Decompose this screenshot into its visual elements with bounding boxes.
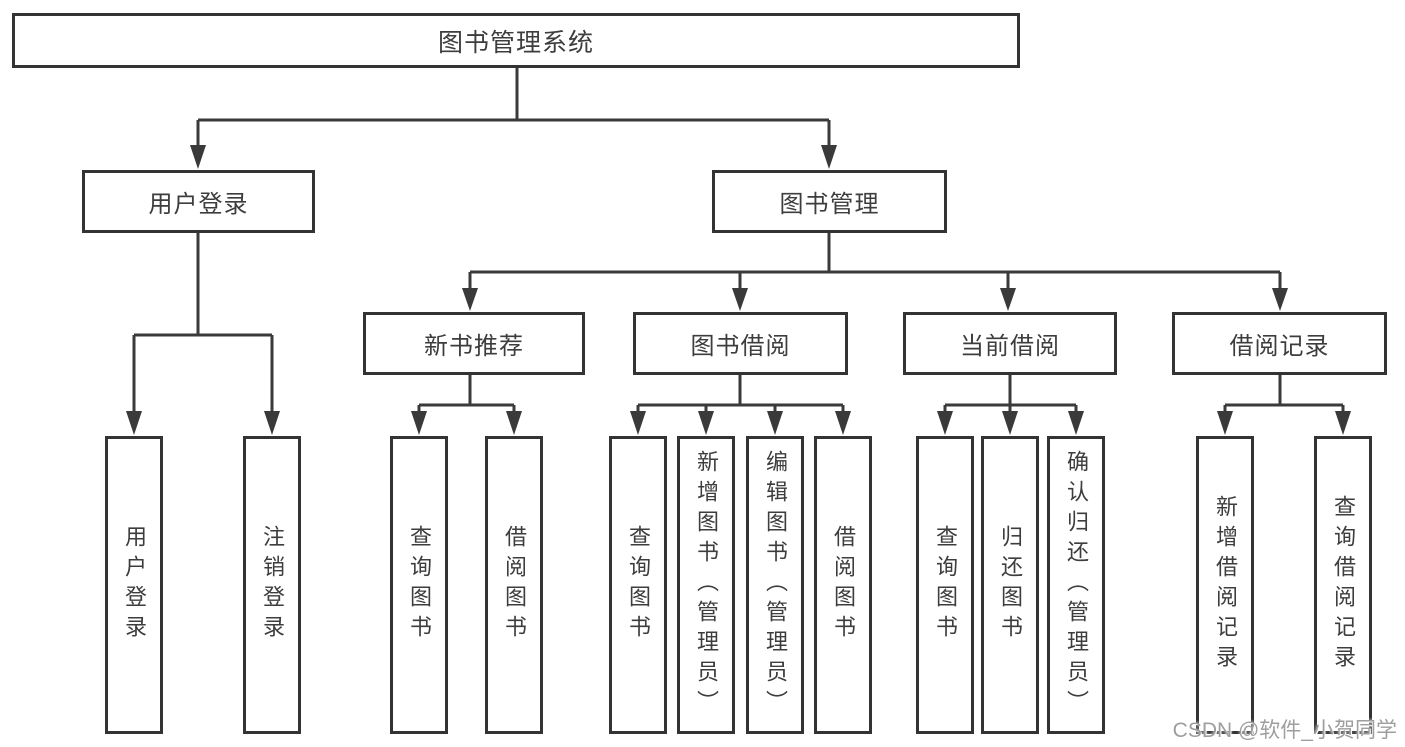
leaf-edit-books-admin-label: 编辑图书（管理员）: [763, 450, 788, 720]
node-new-book-recommend: 新书推荐: [363, 312, 585, 375]
node-borrowing-records: 借阅记录: [1172, 312, 1387, 375]
leaf-query-books-current-label: 查询图书: [933, 525, 958, 645]
connector-user-login-to-leaves: [126, 233, 280, 435]
leaf-logout-label: 注销登录: [260, 525, 285, 645]
arrow-down-icon: [1000, 288, 1016, 311]
arrow-down-icon: [1272, 288, 1288, 311]
leaf-logout: 注销登录: [243, 436, 301, 734]
node-root-label: 图书管理系统: [437, 28, 594, 57]
leaf-add-books-admin: 新增图书（管理员）: [677, 436, 735, 734]
arrow-down-icon: [1217, 411, 1233, 435]
arrow-down-icon: [698, 411, 714, 435]
node-borrowing-records-label: 借阅记录: [1229, 333, 1330, 360]
arrow-down-icon: [506, 411, 522, 435]
connector-current-borrowing-to-leaves: [937, 375, 1084, 435]
leaf-confirm-return-admin-label: 确认归还（管理员）: [1064, 450, 1089, 720]
leaf-confirm-return-admin: 确认归还（管理员）: [1047, 436, 1105, 734]
arrow-down-icon: [821, 145, 837, 169]
node-new-book-recommend-label: 新书推荐: [424, 333, 524, 360]
leaf-user-login: 用户登录: [105, 436, 163, 734]
node-book-borrowing-label: 图书借阅: [690, 333, 791, 360]
leaf-borrow-books-recommend-label: 借阅图书: [502, 525, 527, 645]
arrow-down-icon: [264, 411, 280, 435]
arrow-down-icon: [835, 411, 851, 435]
leaf-borrow-books-borrowing: 借阅图书: [814, 436, 872, 734]
leaf-add-books-admin-label: 新增图书（管理员）: [694, 450, 719, 720]
arrow-down-icon: [411, 411, 427, 435]
leaf-query-books-recommend: 查询图书: [390, 436, 448, 734]
leaf-borrow-books-recommend: 借阅图书: [485, 436, 543, 734]
node-book-management-label: 图书管理: [779, 191, 880, 218]
node-current-borrowing: 当前借阅: [903, 312, 1117, 375]
leaf-query-borrow-record: 查询借阅记录: [1314, 436, 1372, 734]
leaf-borrow-books-borrowing-label: 借阅图书: [831, 525, 856, 645]
leaf-return-books: 归还图书: [981, 436, 1039, 734]
leaf-query-books-borrowing: 查询图书: [609, 436, 667, 734]
arrow-down-icon: [732, 288, 748, 311]
connector-borrowing-records-to-leaves: [1217, 375, 1351, 435]
node-current-borrowing-label: 当前借阅: [960, 333, 1060, 360]
connector-new-book-recommend-to-leaves: [411, 375, 522, 435]
node-user-login-label: 用户登录: [148, 191, 249, 218]
leaf-query-books-recommend-label: 查询图书: [407, 525, 432, 645]
arrow-down-icon: [1335, 411, 1351, 435]
node-user-login: 用户登录: [82, 170, 315, 233]
leaf-return-books-label: 归还图书: [998, 525, 1023, 645]
connector-book-borrowing-to-leaves: [630, 375, 851, 435]
arrow-down-icon: [1002, 411, 1018, 435]
arrow-down-icon: [630, 411, 646, 435]
connector-book-management-to-level3: [462, 233, 1288, 311]
leaf-add-borrow-record: 新增借阅记录: [1196, 436, 1254, 734]
leaf-query-books-borrowing-label: 查询图书: [626, 525, 651, 645]
node-root: 图书管理系统: [12, 13, 1020, 68]
arrow-down-icon: [190, 145, 206, 169]
leaf-user-login-label: 用户登录: [122, 525, 147, 645]
leaf-query-borrow-record-label: 查询借阅记录: [1331, 495, 1356, 675]
watermark: CSDN @软件_小贺同学: [1172, 719, 1397, 742]
arrow-down-icon: [767, 411, 783, 435]
leaf-query-books-current: 查询图书: [916, 436, 974, 734]
arrow-down-icon: [126, 411, 142, 435]
arrow-down-icon: [1068, 411, 1084, 435]
leaf-edit-books-admin: 编辑图书（管理员）: [746, 436, 804, 734]
arrow-down-icon: [462, 288, 478, 311]
node-book-management: 图书管理: [712, 170, 947, 233]
connector-root-to-level2: [190, 68, 837, 169]
leaf-add-borrow-record-label: 新增借阅记录: [1213, 495, 1238, 675]
arrow-down-icon: [937, 411, 953, 435]
node-book-borrowing: 图书借阅: [633, 312, 848, 375]
